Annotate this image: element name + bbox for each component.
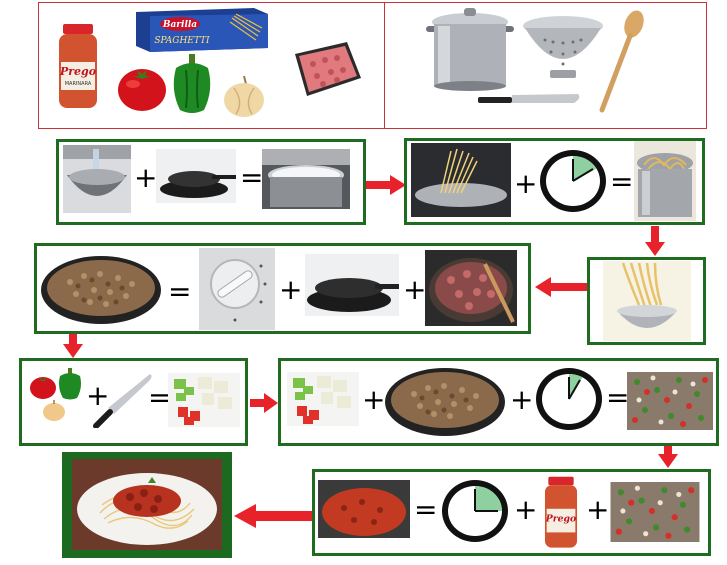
wooden-spoon-icon [599, 10, 644, 113]
ground-beef-icon [295, 42, 361, 96]
stock-pot-icon [411, 143, 511, 217]
svg-text:Prego: Prego [59, 65, 96, 78]
chef-knife-icon [93, 374, 152, 428]
frying-pan-icon [305, 254, 399, 316]
stock-pot-icon [426, 8, 514, 91]
green-pepper-icon [173, 54, 211, 113]
plus-operator: + [279, 273, 303, 306]
step-chop-vegetables [19, 358, 248, 446]
stove-burner-icon [156, 149, 236, 203]
svg-text:Prego: Prego [545, 513, 576, 524]
stove-dial-icon [199, 248, 275, 330]
chopped-vegetables-icon [168, 373, 240, 427]
equals-operator: = [148, 381, 172, 414]
clock-timer-icon [442, 480, 508, 542]
flow-arrow-down [658, 446, 678, 468]
flow-arrow-left [234, 504, 312, 528]
plus-operator: + [514, 167, 538, 200]
frying-pan-icon [385, 368, 505, 436]
clock-timer-icon [536, 368, 602, 430]
flow-arrow-down [63, 334, 83, 358]
equals-operator: = [606, 381, 630, 414]
flow-arrow-right [250, 393, 278, 413]
onion-icon [43, 400, 65, 421]
flow-arrow-down [645, 226, 665, 256]
plus-operator: + [510, 383, 534, 416]
svg-text:MARINARA: MARINARA [65, 81, 92, 87]
stock-pot-icon [634, 141, 696, 221]
colander-icon [523, 16, 603, 78]
svg-text:SPAGHETTI: SPAGHETTI [154, 36, 210, 46]
tomato-icon [30, 377, 56, 399]
plus-operator: + [362, 383, 386, 416]
colander-icon [603, 261, 691, 341]
frying-pan-icon [41, 256, 161, 324]
plated-spaghetti-icon [72, 459, 222, 550]
chopped-vegetables-icon [287, 372, 359, 426]
plus-operator: + [586, 493, 610, 526]
flow-arrow-left [535, 277, 587, 297]
spaghetti-box-icon: Barilla SPAGHETTI [136, 8, 268, 52]
beef-vegetable-mix-icon [610, 482, 700, 542]
stock-pot-icon [63, 145, 131, 213]
equals-operator: = [414, 493, 438, 526]
ground-beef-icon [425, 250, 517, 326]
plus-operator: + [86, 379, 110, 412]
sauce-jar-icon: Prego [545, 476, 578, 548]
frying-pan-icon [318, 480, 410, 538]
plus-operator: + [403, 273, 427, 306]
plus-operator: + [514, 493, 538, 526]
clock-timer-icon [540, 150, 606, 212]
equals-operator: = [240, 161, 264, 194]
svg-text:Barilla: Barilla [162, 20, 197, 30]
beef-vegetable-mix-icon [627, 372, 713, 430]
chef-knife-icon [478, 94, 580, 103]
plus-operator: + [134, 161, 158, 194]
tools-panel [384, 2, 707, 129]
sauce-jar-icon: Prego MARINARA [59, 24, 97, 108]
onion-icon [224, 75, 264, 117]
equals-operator: = [168, 275, 192, 308]
flow-arrow-right [366, 175, 406, 195]
equals-operator: = [610, 165, 634, 198]
tomato-icon [118, 69, 166, 111]
green-pepper-icon [59, 368, 81, 400]
stock-pot-icon [262, 149, 350, 209]
